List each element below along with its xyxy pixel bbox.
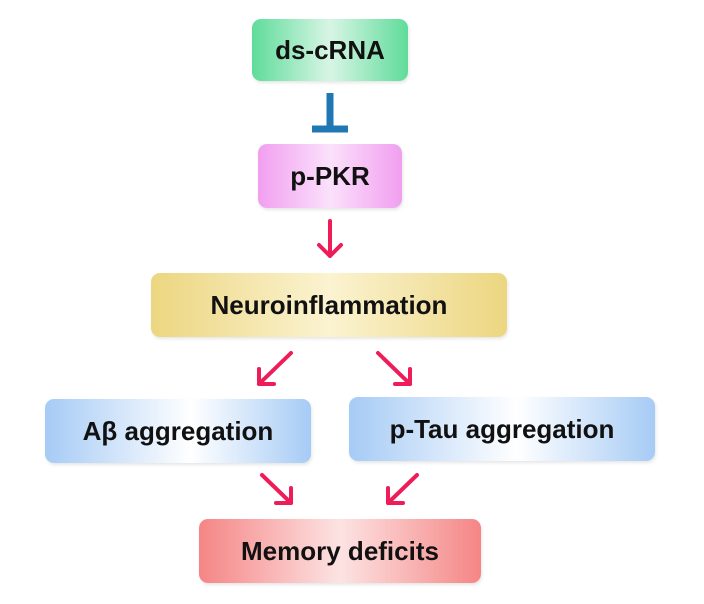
arrow-neuroinflammation-ptau [376, 351, 412, 386]
node-ds-crna-label: ds-cRNA [275, 34, 385, 65]
node-p-pkr: p-PKR [258, 144, 402, 208]
node-memory-deficits: Memory deficits [199, 519, 481, 583]
node-p-pkr-label: p-PKR [290, 160, 370, 191]
node-p-tau-aggregation-label: p-Tau aggregation [389, 413, 615, 444]
arrow-abeta-memory [260, 473, 293, 505]
inhibition-edge-dscrna-ppkr [312, 93, 348, 133]
node-ds-crna: ds-cRNA [252, 19, 408, 81]
node-p-tau-aggregation: p-Tau aggregation [349, 397, 655, 461]
arrow-ppkr-neuroinflammation [317, 219, 343, 258]
node-memory-deficits-label: Memory deficits [241, 535, 439, 566]
node-neuroinflammation: Neuroinflammation [151, 273, 507, 337]
node-abeta-aggregation-label: Aβ aggregation [82, 415, 274, 446]
arrow-neuroinflammation-abeta [257, 351, 293, 386]
arrow-ptau-memory [386, 473, 419, 505]
node-abeta-aggregation: Aβ aggregation [45, 399, 311, 463]
node-neuroinflammation-label: Neuroinflammation [210, 289, 448, 320]
